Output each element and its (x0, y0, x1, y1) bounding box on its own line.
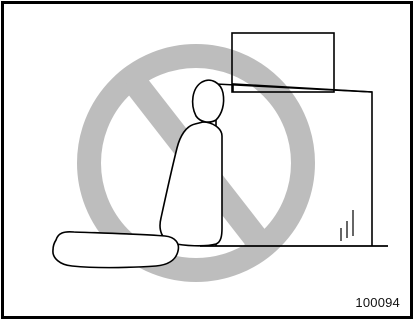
seat-cushion (53, 232, 179, 268)
seat-headrest (193, 80, 224, 122)
figure-code: 100094 (355, 295, 400, 310)
